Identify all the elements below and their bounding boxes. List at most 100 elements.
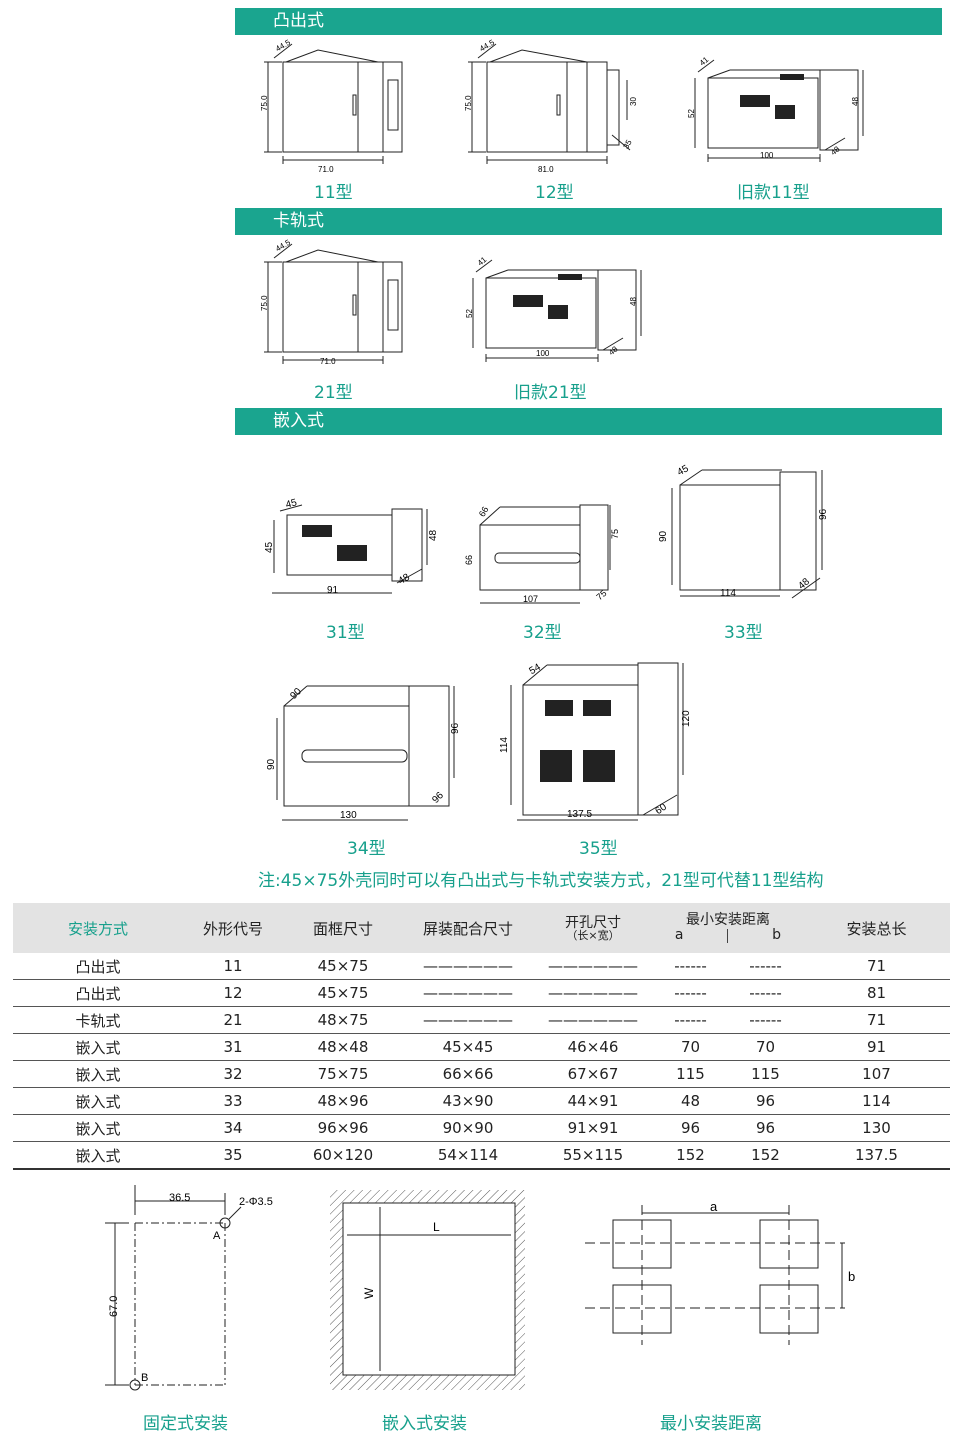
- drawing-old-type-21: 100 52 41 48 48: [465, 255, 642, 362]
- table-cell: 45×75: [283, 979, 403, 1007]
- header-model-code: 外形代号: [183, 903, 283, 953]
- dim-width: 137.5: [567, 809, 592, 820]
- section-title: 卡轨式: [273, 211, 324, 231]
- dim-width: 114: [720, 588, 736, 599]
- cell-b: 96: [755, 1092, 776, 1110]
- table-cell-min-distance: 70 70: [653, 1033, 803, 1061]
- table-cell: 71: [803, 953, 950, 980]
- dim-corner: 75: [594, 588, 608, 602]
- min-distance-drawing: a b: [585, 1199, 855, 1345]
- dim-height: 90: [658, 530, 669, 542]
- dim-width: 130: [340, 810, 357, 821]
- cell-b: 115: [751, 1065, 780, 1083]
- section-bar-protruding: 凸出式: [235, 8, 942, 35]
- point-b-label: B: [141, 1372, 148, 1384]
- section-title: 嵌入式: [273, 411, 324, 431]
- header-cutout: 开孔尺寸 （长×宽）: [533, 903, 653, 953]
- dim-depth: 41: [698, 55, 711, 68]
- dim-depth: 66: [477, 505, 491, 519]
- table-cell: 75×75: [283, 1060, 403, 1088]
- table-cell: 130: [803, 1114, 950, 1142]
- fixed-height-dim: 67.0: [108, 1296, 120, 1317]
- dim-right: 120: [681, 710, 692, 727]
- table-cell: 34: [183, 1114, 283, 1142]
- dim-depth: 45: [285, 497, 299, 511]
- table-header-row: 安装方式 外形代号 面框尺寸 屏装配合尺寸 开孔尺寸 （长×宽） 最小安装距离 …: [13, 903, 950, 953]
- table-cell: 71: [803, 1006, 950, 1034]
- dim-width: 91: [327, 585, 339, 596]
- header-total-length: 安装总长: [803, 903, 950, 953]
- table-cell: 32: [183, 1060, 283, 1088]
- table-cell: 67×67: [533, 1060, 653, 1088]
- table-cell: 33: [183, 1087, 283, 1115]
- distance-b-label: b: [848, 1269, 855, 1284]
- dim-depth: 45: [676, 463, 692, 478]
- table-cell: 嵌入式: [13, 1114, 183, 1142]
- dim-depth: 41: [476, 255, 489, 268]
- dim-width: 81.0: [538, 165, 554, 174]
- cell-a: 70: [680, 1038, 701, 1056]
- table-cell: 嵌入式: [13, 1087, 183, 1115]
- table-cell: 凸出式: [13, 979, 183, 1007]
- table-cell: 54×114: [403, 1141, 533, 1170]
- table-cell: 55×115: [533, 1141, 653, 1170]
- table-cell: ——————: [403, 953, 533, 980]
- dim-depth: 90: [288, 686, 304, 702]
- header-divider: [727, 929, 729, 943]
- header-cutout-label: 开孔尺寸: [565, 914, 621, 931]
- section-title: 凸出式: [273, 11, 324, 31]
- dim-width: 100: [760, 151, 774, 160]
- header-a: a: [674, 927, 684, 943]
- table-cell: 114: [803, 1087, 950, 1115]
- fixed-width-dim: 36.5: [169, 1192, 190, 1204]
- header-min-distance-label: 最小安装距离: [686, 912, 770, 928]
- dim-corner: 96: [430, 790, 446, 806]
- caption-fixed-install: 固定式安装: [143, 1414, 228, 1434]
- dim-width: 100: [536, 349, 550, 358]
- cell-a: 96: [680, 1119, 701, 1137]
- dim-width: 107: [523, 594, 538, 604]
- cutout-width-label: W: [362, 1287, 376, 1299]
- cell-a: ------: [674, 957, 707, 975]
- spec-table: 安装方式 外形代号 面框尺寸 屏装配合尺寸 开孔尺寸 （长×宽） 最小安装距离 …: [13, 903, 950, 1170]
- dim-height: 66: [464, 555, 474, 565]
- table-cell: 43×90: [403, 1087, 533, 1115]
- drawing-type-33: 114 90 45 96 48: [658, 463, 829, 599]
- drawing-type-31: 91 45 45 48 48: [264, 497, 439, 596]
- dim-base: 35: [621, 138, 634, 151]
- table-cell: 44×91: [533, 1087, 653, 1115]
- dim-width: 71.0: [320, 357, 336, 366]
- cell-b: 70: [755, 1038, 776, 1056]
- header-min-distance: 最小安装距离 a b: [653, 903, 803, 953]
- caption-type-12: 12型: [535, 183, 574, 203]
- table-cell: 嵌入式: [13, 1141, 183, 1170]
- caption-type-31: 31型: [326, 623, 365, 643]
- table-cell: 48×48: [283, 1033, 403, 1061]
- table-cell: 60×120: [283, 1141, 403, 1170]
- embedded-install-drawing: L W: [330, 1190, 525, 1390]
- caption-type-11: 11型: [314, 183, 353, 203]
- cell-a: 115: [676, 1065, 705, 1083]
- table-cell: 107: [803, 1060, 950, 1088]
- cutout-length-label: L: [433, 1220, 440, 1234]
- dim-corner: 48: [397, 572, 413, 587]
- table-cell: 66×66: [403, 1060, 533, 1088]
- dim-depth: 54: [528, 662, 544, 677]
- caption-type-34: 34型: [347, 839, 386, 859]
- header-cutout-unit: （长×宽）: [566, 928, 620, 942]
- caption-old-type-11: 旧款11型: [737, 183, 810, 203]
- table-cell-min-distance: 115 115: [653, 1060, 803, 1088]
- drawing-type-12: 81.0 75.0 44.5 30 35: [464, 38, 638, 174]
- table-cell: 45×75: [283, 953, 403, 980]
- dim-height: 75.0: [260, 295, 269, 311]
- cell-b: ------: [749, 1011, 782, 1029]
- section-bar-rail: 卡轨式: [235, 208, 942, 235]
- dim-height: 52: [465, 309, 474, 318]
